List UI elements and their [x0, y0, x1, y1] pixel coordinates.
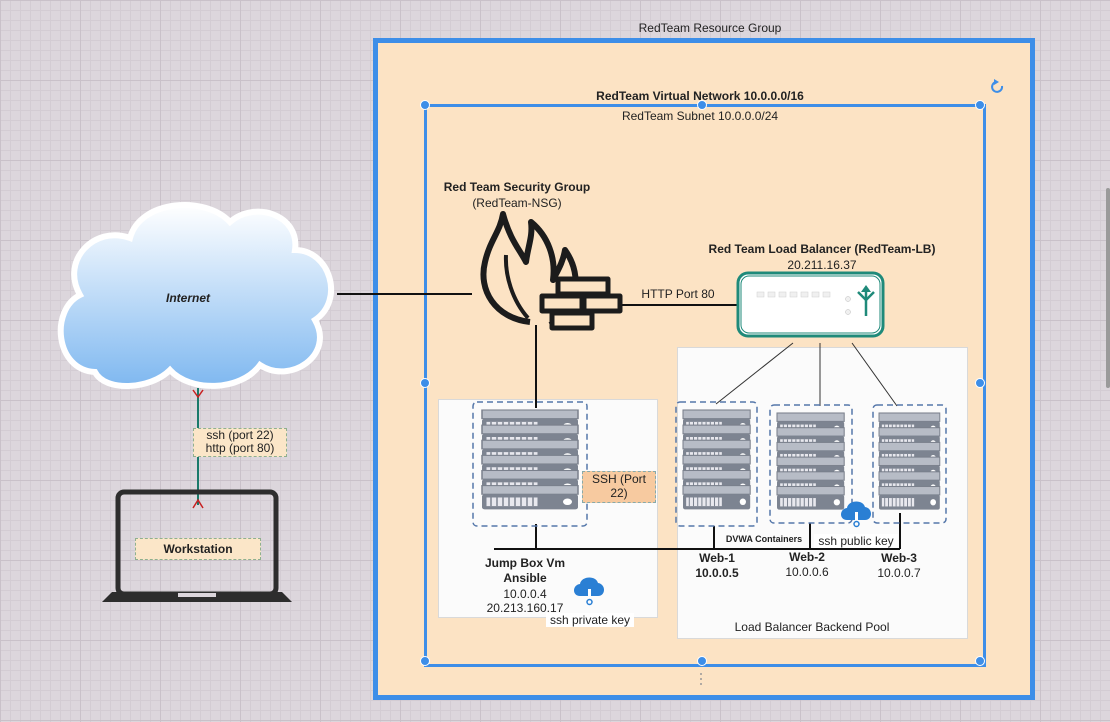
server-icon [481, 409, 579, 511]
web2-ip: 10.0.0.6 [785, 565, 829, 579]
vnet-title: RedTeam Virtual Network 10.0.0.0/16 [596, 89, 804, 103]
jumpbox-private-ip: 10.0.0.4 [503, 587, 547, 601]
resize-handle-e[interactable] [975, 378, 985, 388]
security-group-title: Red Team Security Group [443, 180, 591, 194]
internet-label: Internet [165, 291, 210, 305]
load-balancer-icon [736, 271, 885, 338]
vertical-scrollbar[interactable] [1106, 188, 1110, 388]
resize-handle-ne[interactable] [975, 100, 985, 110]
workstation-label: Workstation [135, 538, 261, 560]
http-port-text: http (port 80) [205, 441, 275, 455]
resize-handle-n[interactable] [697, 100, 707, 110]
key-icon [841, 501, 871, 528]
web3-name: Web-3 [881, 551, 917, 565]
resize-handle-w[interactable] [420, 378, 430, 388]
jumpbox-role: Ansible [503, 571, 547, 585]
private-key-label: ssh private key [546, 613, 634, 627]
load-balancer-title: Red Team Load Balancer (RedTeam-LB) [708, 242, 936, 256]
resize-handle-se[interactable] [975, 656, 985, 666]
subnet-label: RedTeam Subnet 10.0.0.0/24 [621, 109, 779, 123]
server-frames [472, 401, 947, 527]
workstation-port-tag: ssh (port 22) http (port 80) [193, 428, 287, 457]
key-icon [574, 577, 604, 606]
http-port-label: HTTP Port 80 [641, 287, 715, 301]
drag-dots [700, 673, 702, 685]
backend-pool-label: Load Balancer Backend Pool [734, 620, 890, 634]
dvwa-containers-label: DVWA Containers [725, 534, 803, 544]
resize-handle-s[interactable] [697, 656, 707, 666]
server-icon [682, 409, 751, 510]
jumpbox-name: Jump Box Vm [484, 556, 565, 570]
laptop-icon [102, 489, 292, 602]
public-key-label: ssh public key [814, 534, 898, 548]
resource-group-title: RedTeam Resource Group [638, 21, 782, 35]
server-icon [878, 412, 941, 511]
resize-handle-nw[interactable] [420, 100, 430, 110]
web3-ip: 10.0.0.7 [877, 566, 921, 580]
web1-name: Web-1 [699, 551, 735, 565]
resize-handle-sw[interactable] [420, 656, 430, 666]
security-group-subtitle: (RedTeam-NSG) [472, 196, 562, 210]
server-icon [776, 412, 845, 511]
web2-name: Web-2 [789, 550, 825, 564]
jump-ssh-tag: SSH (Port 22) [582, 471, 656, 503]
ssh-port-text: ssh (port 22) [206, 428, 274, 442]
firewall-icon [480, 211, 623, 331]
connection-lines [337, 293, 901, 550]
refresh-icon[interactable] [991, 79, 1004, 93]
cloud-icon [57, 201, 334, 389]
load-balancer-ip: 20.211.16.37 [787, 258, 857, 272]
web1-ip: 10.0.0.5 [695, 566, 739, 580]
jumpbox-public-ip: 20.213.160.17 [486, 601, 564, 615]
